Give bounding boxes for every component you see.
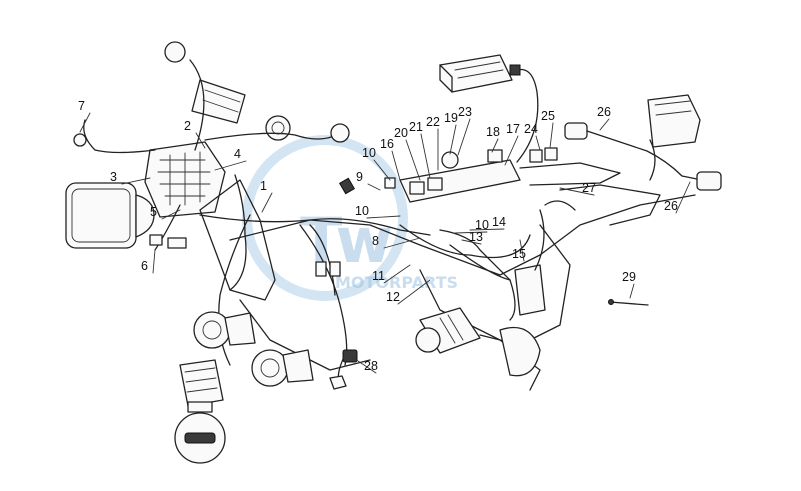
callout-22: 22: [426, 115, 440, 129]
ignition-switch: [174, 401, 226, 464]
relay-bank: [384, 147, 558, 203]
callout-11: 11: [372, 269, 385, 283]
callout-10: 10: [355, 204, 369, 218]
leader-line: [535, 135, 541, 151]
callout-20: 20: [394, 126, 408, 140]
main-harness: [83, 59, 531, 366]
control-unit: [439, 54, 539, 163]
leader-lines: [79, 112, 691, 374]
leader-line: [461, 239, 482, 245]
callout-24: 24: [524, 122, 538, 136]
watermark-logo: Tw MOTORPARTS: [242, 135, 458, 301]
leader-line: [405, 139, 421, 181]
horns: [193, 311, 314, 387]
leader-line: [397, 279, 431, 305]
callout-7: 7: [78, 99, 85, 113]
leader-line: [675, 181, 691, 214]
callout-2: 2: [184, 119, 191, 133]
leader-line: [367, 183, 381, 191]
rear-wiring: [514, 200, 576, 316]
callout-19: 19: [444, 111, 458, 125]
watermark-sub: MOTORPARTS: [335, 273, 458, 292]
leader-line: [559, 187, 595, 196]
leader-line: [261, 192, 273, 213]
callout-26: 26: [597, 105, 611, 119]
leader-line: [152, 249, 156, 274]
callout-27: 27: [582, 181, 596, 195]
callout-16: 16: [380, 137, 394, 151]
leader-line: [79, 112, 91, 133]
callout-5: 5: [150, 205, 157, 219]
callout-25: 25: [541, 109, 555, 123]
leader-line: [391, 150, 401, 181]
leader-line: [373, 159, 391, 181]
callout-8: 8: [372, 234, 379, 248]
leader-line: [383, 264, 411, 284]
callout-1: 1: [260, 179, 267, 193]
leader-line: [214, 160, 247, 171]
fuse-box: [144, 141, 226, 218]
leader-line: [549, 122, 554, 149]
callout-26: 26: [664, 199, 678, 213]
leader-line: [195, 132, 206, 149]
callout-3: 3: [110, 170, 117, 184]
leader-line: [599, 118, 610, 131]
leader-line: [629, 283, 635, 299]
frame: [199, 162, 696, 391]
headlight: [65, 182, 155, 249]
harness-connectors: [73, 123, 356, 277]
callout-21: 21: [409, 120, 423, 134]
leader-line: [366, 215, 401, 219]
callout-9: 9: [356, 170, 363, 184]
leader-line: [420, 133, 431, 179]
sensor-28: [329, 349, 358, 390]
tail-light: [564, 94, 722, 191]
callout-14: 14: [492, 215, 506, 229]
cable-tie: [608, 299, 649, 306]
callout-28: 28: [364, 359, 378, 373]
callout-18: 18: [486, 125, 500, 139]
leader-line: [491, 138, 499, 153]
callout-23: 23: [458, 105, 472, 119]
starter-motor: [415, 307, 481, 354]
leader-line: [449, 124, 457, 155]
callout-4: 4: [234, 147, 241, 161]
callout-10: 10: [362, 146, 376, 160]
callout-10: 10: [475, 218, 489, 232]
regulator: [179, 359, 224, 407]
callout-15: 15: [512, 247, 526, 261]
leader-line: [351, 356, 377, 374]
callout-13: 13: [469, 230, 483, 244]
leader-line: [121, 177, 151, 185]
leader-line: [469, 228, 505, 231]
callout-6: 6: [141, 259, 148, 273]
leader-line: [161, 209, 181, 220]
leader-line: [519, 239, 525, 262]
leader-line: [383, 237, 421, 249]
leader-line: [504, 135, 519, 166]
leader-line: [454, 231, 488, 234]
leader-line: [457, 118, 471, 156]
callout-29: 29: [622, 270, 636, 284]
callout-12: 12: [386, 290, 400, 304]
callout-17: 17: [506, 122, 520, 136]
